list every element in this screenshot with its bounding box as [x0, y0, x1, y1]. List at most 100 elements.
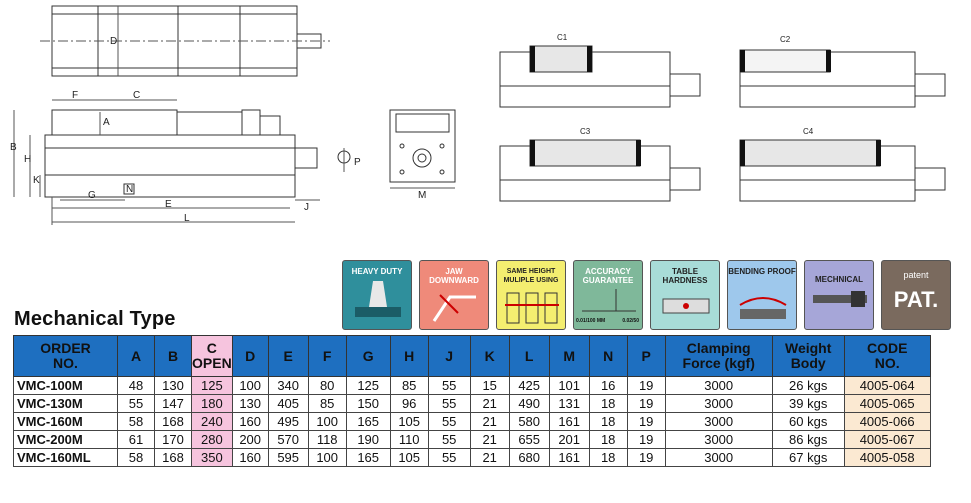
table-cell: 21 [469, 412, 510, 431]
column-header-7: G [345, 335, 391, 377]
table-cell: 85 [389, 376, 429, 395]
table-cell: 3000 [664, 376, 773, 395]
accuracy-value-1: 0.01/100 MM [576, 318, 606, 324]
mechanical-screw-icon [813, 291, 867, 307]
label-J: J [304, 202, 309, 213]
table-cell: 58 [117, 412, 155, 431]
table-cell: 19 [626, 448, 666, 467]
label-C4: C4 [803, 127, 814, 136]
jaw-config-c4: C4 [739, 127, 946, 202]
table-cell: VMC-100M [13, 376, 118, 395]
column-header-10: K [469, 335, 510, 377]
table-cell: 147 [154, 394, 192, 413]
table-cell: 580 [508, 412, 550, 431]
label-F: F [72, 90, 78, 101]
label-M: M [418, 190, 426, 201]
table-cell: 16 [588, 376, 628, 395]
table-cell: 3000 [664, 430, 773, 449]
table-cell: 130 [231, 394, 269, 413]
table-cell: 39 kgs [771, 394, 845, 413]
label-C2: C2 [780, 35, 791, 44]
table-cell: 105 [389, 448, 429, 467]
table-cell: 19 [626, 430, 666, 449]
label-L: L [184, 213, 190, 224]
jaw-config-c2: C2 [739, 35, 946, 108]
table-cell: 350 [191, 448, 233, 467]
column-header-14: P [626, 335, 666, 377]
table-cell: 125 [191, 376, 233, 395]
table-cell: 125 [345, 376, 391, 395]
table-cell: 3000 [664, 394, 773, 413]
table-cell: 240 [191, 412, 233, 431]
top-view: D [40, 5, 330, 77]
table-cell: VMC-160M [13, 412, 118, 431]
badge-heavy-duty: HEAVY DUTY [342, 260, 412, 330]
table-cell: 18 [588, 412, 628, 431]
table-cell: 495 [267, 412, 309, 431]
table-cell: 130 [154, 376, 192, 395]
table-cell: 100 [231, 376, 269, 395]
column-header-9: J [427, 335, 471, 377]
table-cell: 4005-066 [843, 412, 931, 431]
table-cell: 170 [154, 430, 192, 449]
table-cell: 490 [508, 394, 550, 413]
label-B: B [10, 142, 17, 153]
table-cell: 19 [626, 376, 666, 395]
table-cell: 18 [588, 394, 628, 413]
table-cell: 4005-065 [843, 394, 931, 413]
badge-table-hardness-label: TABLE HARDNESS [662, 267, 708, 285]
table-cell: 55 [427, 412, 471, 431]
badge-same-height-label: SAME HEIGHT MULIPLE USING [503, 268, 559, 284]
table-cell: 18 [588, 448, 628, 467]
table-cell: 161 [548, 448, 590, 467]
table-cell: 131 [548, 394, 590, 413]
jaw-downward-icon [432, 294, 476, 322]
table-cell: 3000 [664, 412, 773, 431]
table-cell: 18 [588, 430, 628, 449]
table-cell: 165 [345, 412, 391, 431]
column-header-13: N [588, 335, 628, 377]
column-header-8: H [389, 335, 429, 377]
jaw-config-c1: C1 [499, 33, 701, 108]
table-cell: 101 [548, 376, 590, 395]
table-cell: 19 [626, 394, 666, 413]
badge-patent-label: patent [903, 270, 929, 280]
label-G: G [88, 190, 96, 201]
column-header-11: L [508, 335, 550, 377]
table-cell: 160 [231, 412, 269, 431]
column-header-5: E [267, 335, 309, 377]
table-cell: 100 [307, 412, 347, 431]
table-cell: 55 [427, 376, 471, 395]
table-cell: 595 [267, 448, 309, 467]
label-A: A [103, 117, 110, 128]
table-cell: 160 [231, 448, 269, 467]
table-cell: 280 [191, 430, 233, 449]
multiple-vise-icon [505, 292, 559, 324]
column-header-12: M [548, 335, 590, 377]
badge-bending-proof-label: BENDING PROOF [728, 267, 796, 276]
table-cell: 26 kgs [771, 376, 845, 395]
table-cell: 570 [267, 430, 309, 449]
accuracy-value-2: 0.02/50 [622, 318, 639, 324]
bending-proof-icon [739, 297, 787, 319]
table-cell: 200 [231, 430, 269, 449]
badge-jaw-downward-label: JAW DOWNWARD [429, 267, 479, 285]
table-cell: 60 kgs [771, 412, 845, 431]
table-cell: 61 [117, 430, 155, 449]
badge-jaw-downward: JAW DOWNWARD [419, 260, 489, 330]
table-cell: 48 [117, 376, 155, 395]
table-cell: 55 [117, 394, 155, 413]
badge-mechanical: MECHNICAL [804, 260, 874, 330]
vise-hammer-icon [355, 281, 401, 317]
table-cell: VMC-200M [13, 430, 118, 449]
table-cell: 150 [345, 394, 391, 413]
badge-mechanical-label: MECHNICAL [815, 275, 863, 284]
table-cell: 4005-064 [843, 376, 931, 395]
